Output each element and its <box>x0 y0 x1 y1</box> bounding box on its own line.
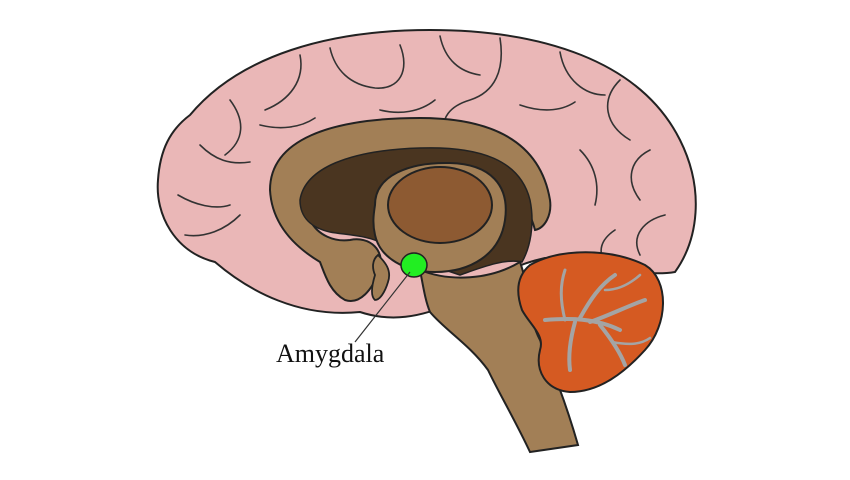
amygdala-label: Amygdala <box>276 339 385 368</box>
amygdala <box>400 252 428 278</box>
brainstem <box>418 260 580 454</box>
amygdala-leader-line <box>354 271 411 343</box>
thalamus <box>387 166 493 244</box>
arbor-vitae <box>543 268 652 372</box>
cerebral-sulci <box>177 35 666 263</box>
pituitary <box>371 253 391 301</box>
